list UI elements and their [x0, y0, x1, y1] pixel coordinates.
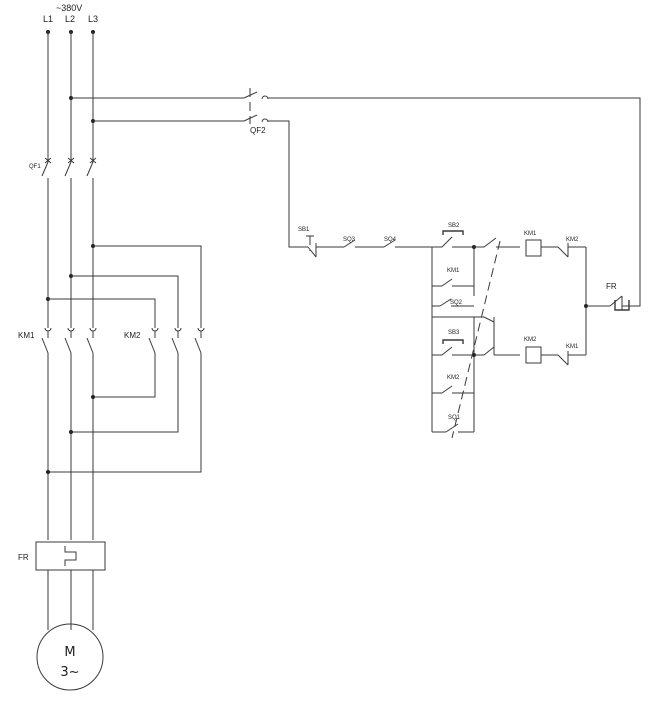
main-breaker-qf1: QF1 — [29, 157, 97, 328]
phase-label-l2: L2 — [65, 14, 75, 24]
contactor-km1-main: KM1 — [18, 327, 97, 540]
sq3-label: SQ3 — [343, 237, 356, 243]
sb2-label: SB2 — [448, 223, 460, 229]
phase-label-l3: L3 — [88, 14, 98, 24]
sb3-label: SB3 — [448, 330, 460, 336]
contactor-km2-main: KM2 — [46, 327, 205, 474]
km2-hold-label: KM2 — [447, 375, 460, 381]
coil-branch-forward: KM1 KM2 — [524, 231, 586, 258]
coil-branch-reverse: KM2 KM1 — [524, 337, 586, 366]
reverse-start-group: SB3 KM2 SQ1 — [432, 240, 520, 439]
fr-contact-label: FR — [606, 282, 617, 291]
phase-label-l1: L1 — [43, 14, 53, 24]
fr-overload-contact: FR — [584, 247, 632, 355]
qf2-label: QF2 — [250, 126, 266, 135]
fr-power-label: FR — [18, 553, 29, 562]
km1-hold-label: KM1 — [447, 268, 460, 274]
overload-relay-fr: FR — [18, 541, 106, 630]
km2-main-label: KM2 — [124, 331, 141, 340]
km1-main-label: KM1 — [18, 331, 35, 340]
forward-start-group: SB2 KM1 SQ2 — [431, 223, 520, 432]
km1-coil-label: KM1 — [524, 231, 537, 237]
control-breaker-qf2: QF2 — [71, 88, 641, 307]
mechanical-link-dashed — [451, 240, 501, 439]
motor-phase-label: 3~ — [60, 665, 79, 680]
sq4-label: SQ4 — [384, 237, 397, 243]
motor-label: M — [64, 645, 75, 660]
km2-coil-label: KM2 — [524, 337, 537, 343]
motor: M 3~ — [36, 623, 104, 691]
control-main-line: SB1 SQ3 SQ4 — [298, 227, 432, 258]
sq1-label: SQ1 — [448, 415, 461, 421]
supply-voltage-label: ~380V — [56, 3, 82, 13]
qf1-label: QF1 — [29, 164, 41, 170]
sq2-label: SQ2 — [450, 300, 463, 306]
km2-interlock-label: KM1 — [566, 344, 579, 350]
sb1-label: SB1 — [298, 227, 310, 233]
reversing-feeders — [46, 244, 202, 328]
km1-interlock-label: KM2 — [566, 237, 579, 243]
phase-lines — [46, 30, 95, 162]
